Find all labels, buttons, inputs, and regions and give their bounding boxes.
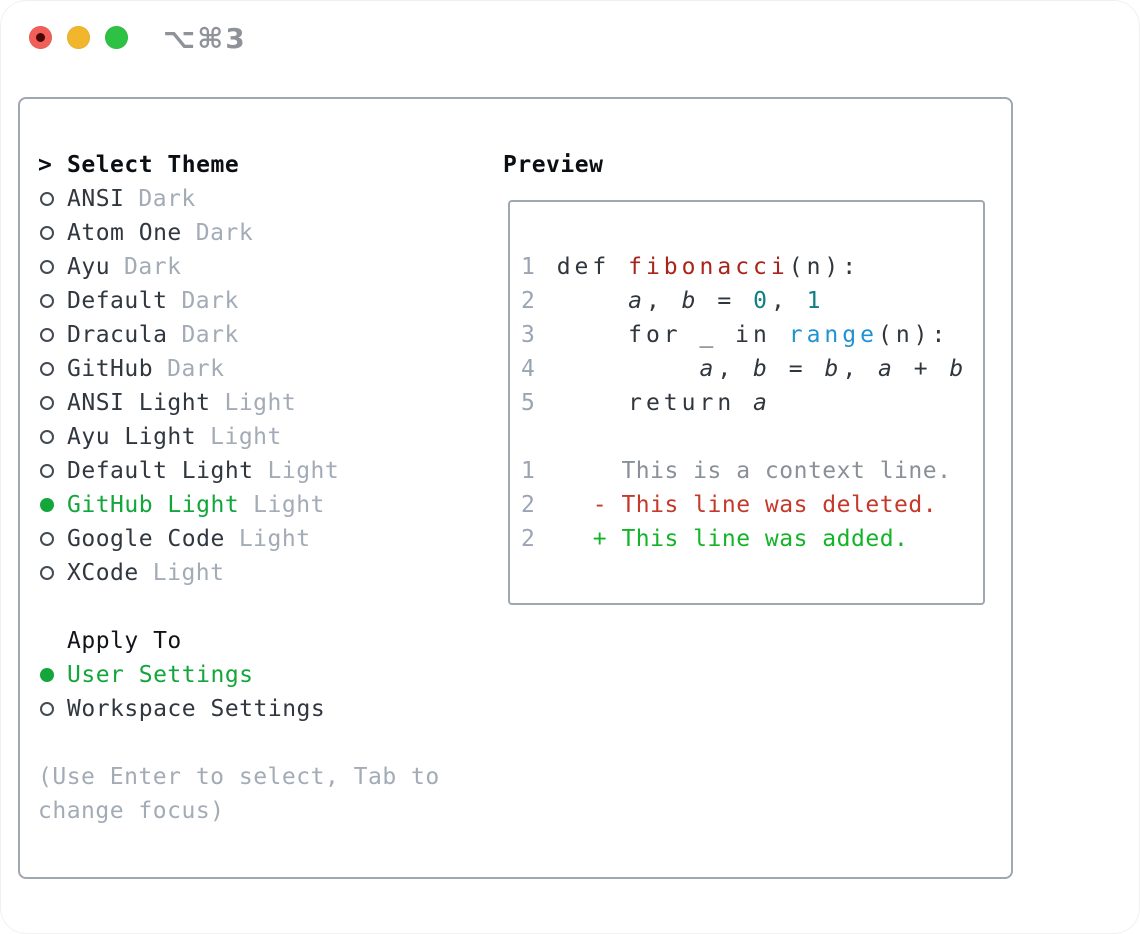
- theme-name: ANSI Light: [67, 390, 211, 416]
- theme-name: Google Code: [67, 526, 225, 552]
- preview-title: Preview: [503, 152, 604, 178]
- zoom-button[interactable]: [105, 26, 128, 49]
- code-line: 4 a, b = b, a + b: [521, 356, 968, 382]
- radio-icon: [40, 464, 54, 478]
- keyboard-shortcut-label: ⌥⌘3: [163, 22, 247, 55]
- code-line: [521, 420, 983, 454]
- theme-name: Default: [67, 288, 168, 314]
- theme-variant-tag: Light: [224, 390, 297, 416]
- theme-option-google-code[interactable]: Google Code Light: [38, 522, 440, 556]
- radio-icon: [40, 396, 54, 410]
- theme-option-default[interactable]: Default Dark: [38, 284, 440, 318]
- diff-line: 2 + This line was added.: [521, 526, 909, 552]
- minimize-button[interactable]: [67, 26, 90, 49]
- apply-option-workspace-settings[interactable]: Workspace Settings: [38, 692, 440, 726]
- theme-option-xcode[interactable]: XCode Light: [38, 556, 440, 590]
- theme-name: GitHub Light: [67, 492, 240, 518]
- radio-icon: [40, 226, 54, 240]
- theme-option-ayu-light[interactable]: Ayu Light Light: [38, 420, 440, 454]
- code-line: 2 a, b = 0, 1: [521, 288, 825, 314]
- select-theme-title: Select Theme: [67, 152, 240, 178]
- theme-name: GitHub: [67, 356, 154, 382]
- diff-line: 2 - This line was deleted.: [521, 492, 938, 518]
- radio-icon: [40, 430, 54, 444]
- theme-option-dracula[interactable]: Dracula Dark: [38, 318, 440, 352]
- theme-name: Ayu: [67, 254, 111, 280]
- theme-variant-tag: Dark: [124, 254, 182, 280]
- theme-variant-tag: Dark: [181, 288, 239, 314]
- unsaved-dot-icon: [36, 33, 45, 42]
- apply-option-label: Workspace Settings: [67, 696, 326, 722]
- radio-icon: [40, 566, 54, 580]
- radio-icon: [40, 294, 54, 308]
- code-line: 3 for _ in range(n):: [521, 322, 950, 348]
- theme-variant-tag: Dark: [167, 356, 225, 382]
- theme-name: Ayu Light: [67, 424, 197, 450]
- prompt-icon: >: [38, 152, 53, 178]
- radio-icon: [40, 532, 54, 546]
- preview-content: 1 def fibonacci(n): 2 a, b = 0, 1 3 for _ …: [521, 250, 983, 556]
- apply-option-label: User Settings: [67, 662, 254, 688]
- theme-variant-tag: Dark: [195, 220, 254, 246]
- theme-option-atom-one[interactable]: Atom One Dark: [38, 216, 440, 250]
- theme-option-default-light[interactable]: Default Light Light: [38, 454, 440, 488]
- theme-name: XCode: [67, 560, 139, 586]
- theme-name: Default Light: [67, 458, 254, 484]
- theme-variant-tag: Light: [238, 526, 311, 552]
- radio-selected-icon: [40, 498, 54, 512]
- theme-name: Atom One: [67, 220, 182, 246]
- apply-option-user-settings[interactable]: User Settings: [38, 658, 440, 692]
- theme-variant-tag: Dark: [138, 186, 196, 212]
- select-theme-header: > Select Theme: [38, 148, 440, 182]
- radio-selected-icon: [40, 668, 54, 682]
- diff-line: 1 This is a context line.: [521, 458, 952, 484]
- radio-icon: [40, 260, 54, 274]
- radio-icon: [40, 362, 54, 376]
- close-button[interactable]: [29, 26, 52, 49]
- theme-name: ANSI: [67, 186, 125, 212]
- help-text-line2: change focus): [38, 798, 225, 824]
- theme-option-ayu[interactable]: Ayu Dark: [38, 250, 440, 284]
- theme-variant-tag: Dark: [181, 322, 239, 348]
- theme-option-ansi[interactable]: ANSI Dark: [38, 182, 440, 216]
- theme-option-ansi-light[interactable]: ANSI Light Light: [38, 386, 440, 420]
- apply-to-title: Apply To: [67, 628, 182, 654]
- theme-name: Dracula: [67, 322, 168, 348]
- help-text-line1: (Use Enter to select, Tab to: [38, 764, 440, 790]
- preview-box: 1 def fibonacci(n): 2 a, b = 0, 1 3 for _ …: [508, 200, 985, 605]
- theme-option-github-light[interactable]: GitHub Light Light: [38, 488, 440, 522]
- code-line: 1 def fibonacci(n):: [521, 254, 861, 280]
- theme-variant-tag: Light: [210, 424, 282, 450]
- radio-icon: [40, 192, 54, 206]
- code-line: 5 return a: [521, 390, 771, 416]
- theme-variant-tag: Light: [253, 492, 325, 518]
- theme-variant-tag: Light: [267, 458, 340, 484]
- radio-icon: [40, 702, 54, 716]
- theme-option-github[interactable]: GitHub Dark: [38, 352, 440, 386]
- radio-icon: [40, 328, 54, 342]
- apply-to-header: Apply To: [38, 624, 440, 658]
- theme-variant-tag: Light: [152, 560, 225, 586]
